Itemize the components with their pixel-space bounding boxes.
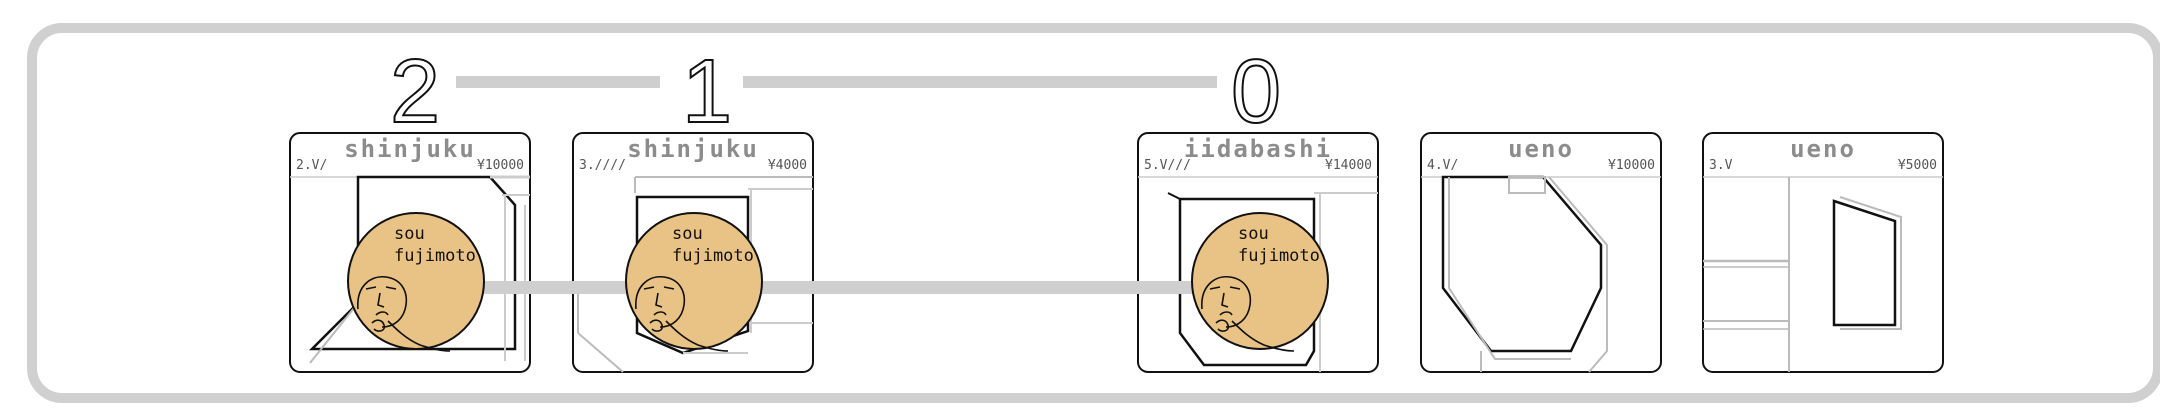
tile-code: 4.V/: [1427, 158, 1458, 173]
badge-line1: sou: [1238, 224, 1269, 244]
tile-code: 5.V///: [1144, 158, 1191, 173]
step-label-1: 1: [682, 42, 732, 142]
floor-plan: [1703, 176, 1943, 372]
badge-circle: [625, 212, 763, 350]
face-sketch-icon: [1201, 276, 1295, 352]
badge-line1: sou: [672, 224, 703, 244]
step-bar-2-1: [456, 76, 660, 88]
avatar-badge-1: sou fujimoto: [347, 212, 485, 352]
floor-plan: [1138, 176, 1378, 372]
tile-title: ueno: [1508, 135, 1574, 163]
tile-frame: [1420, 132, 1662, 373]
step-label-0: 0: [1231, 42, 1281, 142]
badge-line2: fujimoto: [672, 246, 754, 266]
tile-price: ¥14000: [1325, 158, 1372, 173]
tile-price: ¥10000: [1608, 158, 1655, 173]
step-bar-1-0: [743, 76, 1217, 88]
tile-title: iidabashi: [1184, 135, 1332, 163]
step-label-2: 2: [390, 42, 440, 142]
tile-price: ¥10000: [477, 158, 524, 173]
badge-line2: fujimoto: [394, 246, 476, 266]
tile-code: 3.V: [1709, 158, 1733, 173]
avatar-badge-3: sou fujimoto: [1191, 212, 1329, 352]
face-sketch-icon: [635, 276, 729, 352]
badge-line2: fujimoto: [1238, 246, 1320, 266]
tile-5[interactable]: ueno 3.V ¥5000: [1702, 132, 1944, 373]
movement-path: [420, 281, 1193, 294]
tile-title: shinjuku: [344, 135, 476, 163]
tile-code: 3.////: [579, 158, 626, 173]
step-track: 2 1 0: [389, 41, 1282, 143]
tile-code: 2.V/: [296, 158, 327, 173]
outer-frame: [27, 23, 2160, 403]
tile-4[interactable]: ueno 4.V/ ¥10000: [1420, 132, 1662, 373]
floor-plan: [1421, 175, 1661, 373]
tile-title: shinjuku: [627, 135, 759, 163]
tile-price: ¥4000: [768, 158, 807, 173]
avatar-badge-2: sou fujimoto: [625, 212, 763, 352]
badge-circle: [1191, 212, 1329, 350]
tile-price: ¥5000: [1898, 158, 1937, 173]
tile-title: ueno: [1790, 135, 1856, 163]
badge-line1: sou: [394, 224, 425, 244]
badge-circle: [347, 212, 485, 350]
tile-frame: [1702, 132, 1944, 373]
face-sketch-icon: [357, 276, 451, 352]
path-segment: [715, 281, 1193, 294]
